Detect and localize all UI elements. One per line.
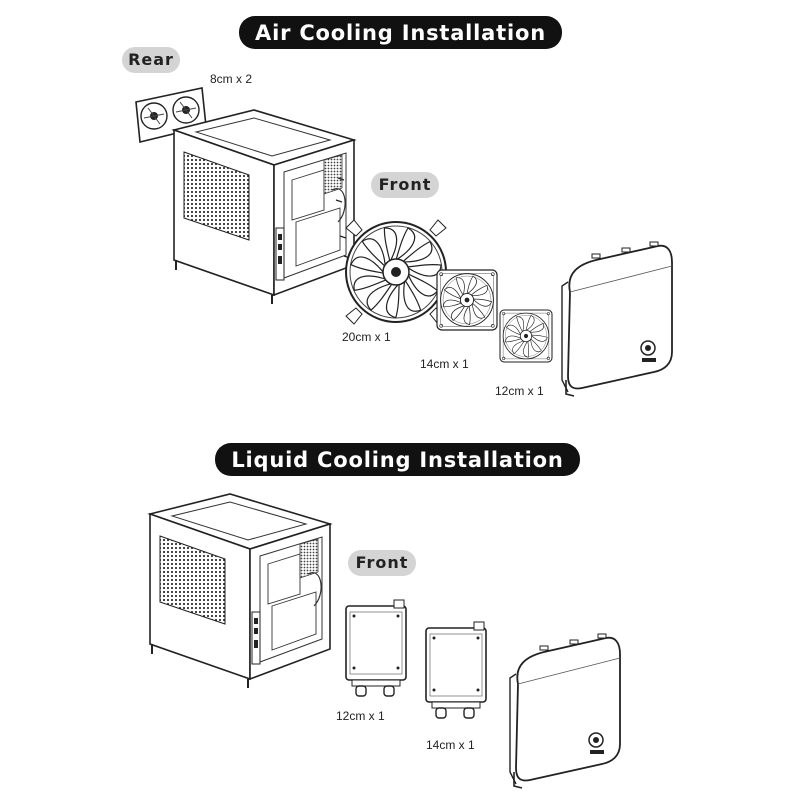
fan-14cm-icon [436,269,498,331]
radiator-12cm-icon [345,599,407,697]
screw-icon [335,177,351,259]
fan-14cm-caption: 14cm x 1 [420,357,469,371]
fan-20cm-caption: 20cm x 1 [342,330,391,344]
front-panel-icon [561,241,673,397]
rear-label: Rear [122,47,180,73]
front-panel-icon-liquid [509,633,621,789]
front-label: Front [371,172,439,198]
front-label-liquid: Front [348,550,416,576]
liquid-cooling-title: Liquid Cooling Installation [215,443,580,476]
fan-12cm-icon [499,309,553,363]
rear-fan-pair-icon [135,87,207,143]
rear-fan-caption: 8cm x 2 [210,72,253,86]
pc-case-icon-liquid [149,493,331,689]
air-cooling-title: Air Cooling Installation [239,16,562,49]
radiator-14cm-icon [425,621,487,719]
fan-20cm-icon [345,219,447,325]
radiator-12cm-caption: 12cm x 1 [336,709,385,723]
radiator-14cm-caption: 14cm x 1 [426,738,475,752]
pc-case-icon [173,109,355,305]
fan-12cm-caption: 12cm x 1 [495,384,544,398]
